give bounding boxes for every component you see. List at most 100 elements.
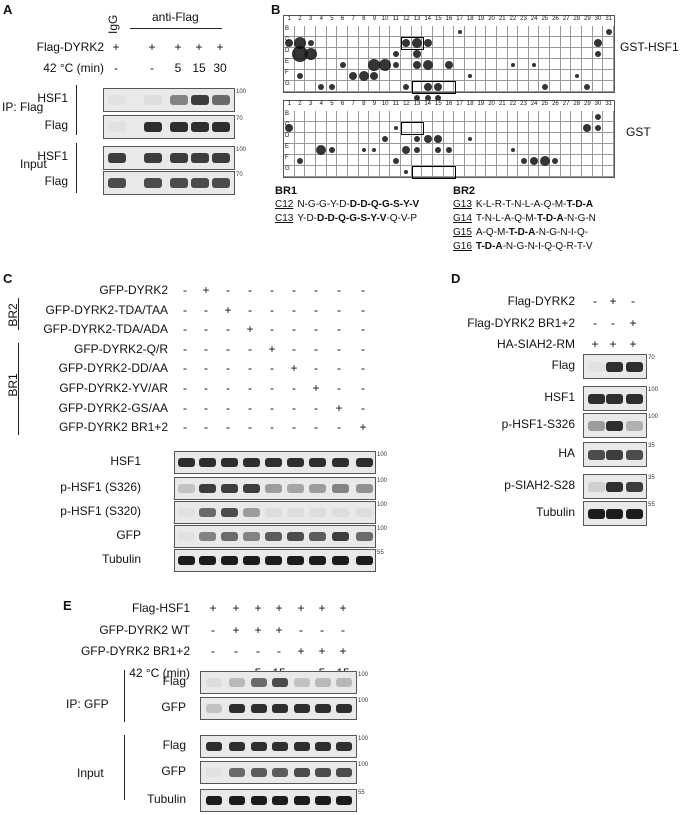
condition-mark: - bbox=[248, 283, 252, 297]
array-cell bbox=[315, 133, 327, 144]
array-cell bbox=[528, 122, 540, 133]
blot-strip bbox=[200, 697, 357, 720]
array-cell bbox=[347, 59, 359, 70]
blot-band bbox=[191, 95, 209, 105]
row-letter: E bbox=[285, 144, 290, 150]
array-cell bbox=[582, 133, 593, 144]
array-cell bbox=[315, 166, 327, 177]
condition-label: GFP-DYRK2-TDA/ADA bbox=[43, 322, 168, 337]
blot-band bbox=[286, 458, 304, 467]
blot-strip bbox=[583, 413, 647, 438]
condition-mark: 5 bbox=[174, 61, 182, 75]
ip-gfp-group-line bbox=[124, 670, 125, 722]
blot-band bbox=[308, 484, 326, 493]
column-number: 4 bbox=[319, 16, 323, 22]
column-number: 16 bbox=[445, 101, 453, 107]
array-cell bbox=[347, 26, 359, 37]
column-number: 14 bbox=[424, 16, 432, 22]
condition-mark: - bbox=[150, 61, 154, 75]
condition-label: 42 °C (min) bbox=[129, 665, 190, 680]
array-cell bbox=[337, 144, 348, 155]
array-cell bbox=[305, 133, 316, 144]
blot-band bbox=[587, 362, 605, 372]
array-cell bbox=[539, 37, 551, 48]
condition-mark: + bbox=[297, 644, 305, 658]
array-cell bbox=[326, 133, 338, 144]
blot-band bbox=[605, 509, 623, 519]
blot-strip bbox=[583, 354, 647, 379]
array-cell bbox=[443, 122, 455, 133]
condition-mark: - bbox=[299, 622, 303, 637]
array-cell bbox=[411, 59, 423, 70]
panel-d-letter: D bbox=[451, 271, 461, 286]
peptide-spot bbox=[368, 58, 381, 71]
column-number: 16 bbox=[445, 16, 453, 22]
blot-band bbox=[229, 768, 245, 777]
peptide-id: G13 bbox=[453, 199, 472, 210]
blot-label: Flag bbox=[162, 673, 186, 688]
array-cell bbox=[507, 111, 519, 122]
column-number: 7 bbox=[351, 16, 355, 22]
condition-mark: + bbox=[359, 420, 367, 435]
condition-mark: + bbox=[297, 601, 305, 615]
array-cell bbox=[326, 111, 338, 122]
array-cell bbox=[401, 144, 412, 155]
blot-band bbox=[336, 704, 352, 713]
array-cell bbox=[347, 111, 359, 122]
peptide-spot bbox=[457, 29, 462, 34]
br2-group-line bbox=[18, 298, 19, 330]
peptide-spot bbox=[530, 156, 539, 165]
array-cell bbox=[401, 48, 412, 59]
array-cell bbox=[571, 166, 583, 177]
blot-band bbox=[242, 458, 260, 467]
peptide-spot bbox=[423, 38, 432, 47]
anti-flag-header: anti-Flag bbox=[152, 10, 199, 24]
array-cell bbox=[475, 122, 487, 133]
array-cell bbox=[518, 48, 529, 59]
blot-band bbox=[220, 484, 238, 493]
column-number: 11 bbox=[392, 16, 399, 22]
column-number: 24 bbox=[530, 16, 538, 22]
peptide-spot bbox=[434, 134, 443, 143]
column-number: 17 bbox=[456, 101, 463, 107]
array-cell bbox=[294, 81, 306, 92]
array-cell bbox=[582, 155, 593, 166]
blot-band bbox=[177, 532, 195, 541]
condition-mark: - bbox=[292, 341, 296, 356]
condition-mark: - bbox=[314, 400, 318, 415]
array-cell bbox=[326, 81, 338, 92]
array-cell bbox=[443, 59, 455, 70]
blot-band bbox=[198, 532, 216, 541]
condition-mark: + bbox=[148, 40, 156, 54]
array-cell bbox=[507, 37, 519, 48]
condition-mark: - bbox=[270, 283, 274, 297]
condition-mark: - bbox=[204, 322, 208, 337]
blot-strip bbox=[174, 477, 376, 500]
condition-mark: - bbox=[183, 361, 187, 376]
array-cell bbox=[411, 144, 423, 155]
array-cell bbox=[411, 122, 423, 133]
condition-mark: - bbox=[337, 381, 341, 395]
blot-band bbox=[206, 796, 222, 805]
array-cell bbox=[496, 37, 508, 48]
size-marker: 100 bbox=[377, 502, 388, 508]
peptide-spot bbox=[307, 39, 314, 46]
array-cell bbox=[603, 155, 614, 166]
column-number: 29 bbox=[584, 16, 591, 22]
array-cell bbox=[433, 48, 444, 59]
condition-mark: - bbox=[631, 294, 635, 308]
size-marker: 100 bbox=[236, 89, 247, 95]
condition-mark: - bbox=[226, 400, 230, 415]
array-cell bbox=[550, 166, 561, 177]
condition-mark: 15 bbox=[192, 61, 206, 75]
array-cell bbox=[379, 26, 391, 37]
condition-mark: - bbox=[226, 283, 230, 297]
array-cell bbox=[603, 81, 614, 92]
array-cell bbox=[496, 48, 508, 59]
array-cell bbox=[496, 26, 508, 37]
array-cell bbox=[592, 81, 604, 92]
array-cell bbox=[560, 133, 572, 144]
